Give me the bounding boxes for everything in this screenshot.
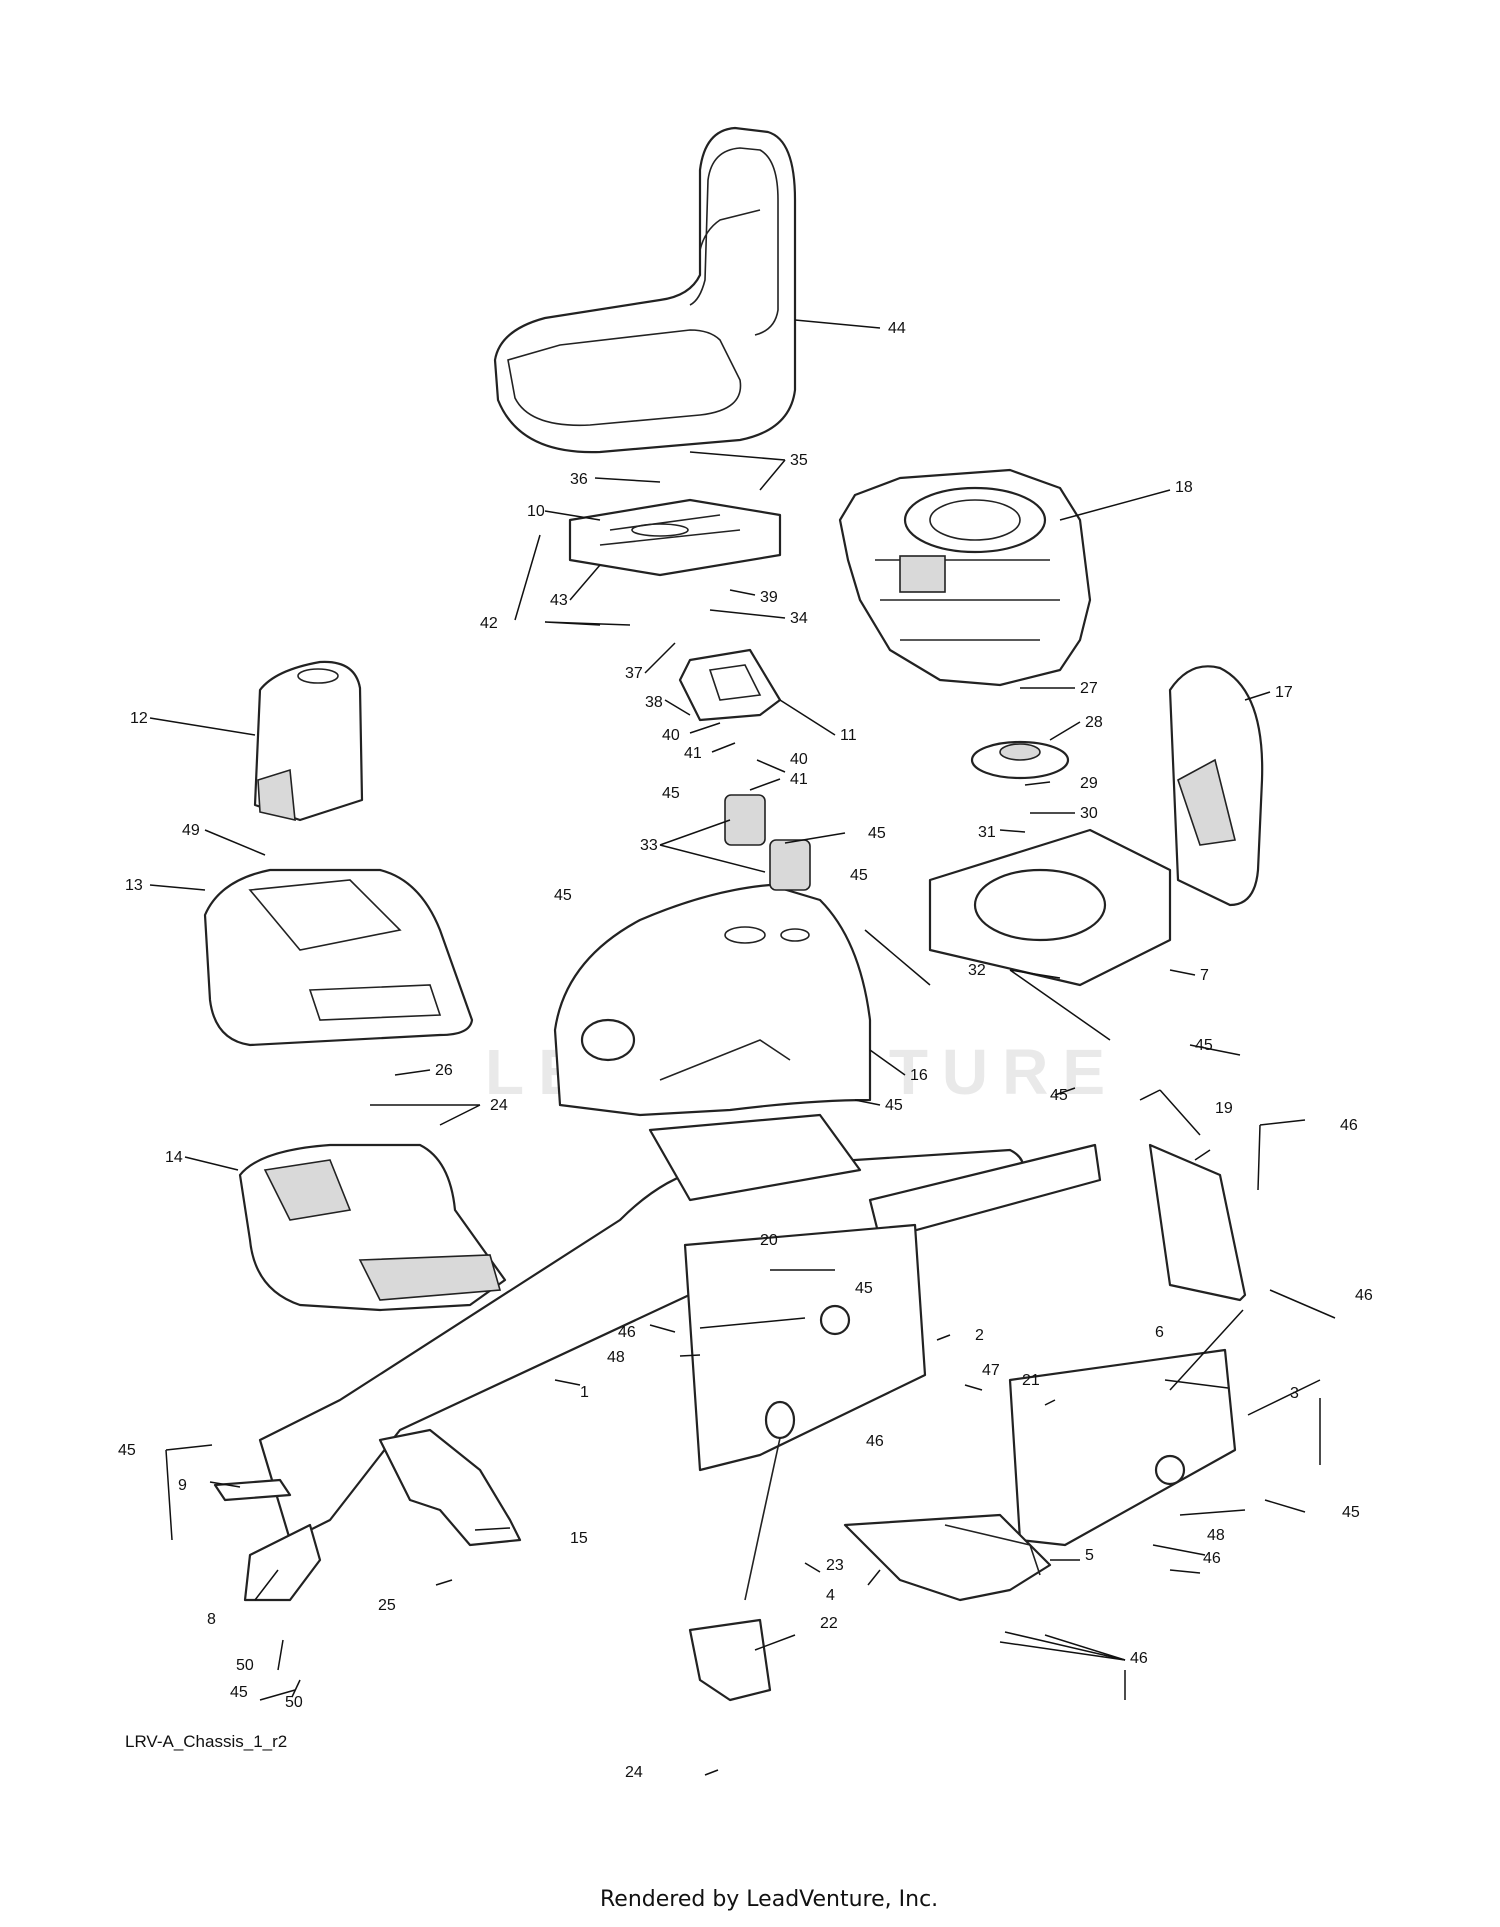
cover-part [253,660,364,822]
spring-parts [724,794,811,891]
callout-45i: 45 [1342,1504,1360,1521]
callout-32: 32 [968,962,986,979]
callout-47: 47 [982,1362,1000,1379]
callout-46e: 46 [1203,1550,1221,1567]
callout-16: 16 [910,1067,928,1084]
callout-41: 41 [684,745,702,762]
callout-35: 35 [790,452,808,469]
callout-45e: 45 [1195,1037,1213,1054]
callout-27: 27 [1080,680,1098,697]
callout-2: 2 [975,1327,984,1344]
callout-46b: 46 [618,1324,636,1341]
callout-30: 30 [1080,805,1098,822]
vertical-plate-part [1148,1143,1247,1302]
callout-45h: 45 [855,1280,873,1297]
floor-pan-part [238,1143,507,1312]
callout-46a: 46 [1340,1117,1358,1134]
rear-fender-part [1168,665,1264,907]
callout-18: 18 [1175,479,1193,496]
callout-13: 13 [125,877,143,894]
callout-41b: 41 [790,771,808,788]
callout-1: 1 [580,1384,589,1401]
callout-11: 11 [840,727,857,744]
console-part [203,868,474,1047]
callout-19: 19 [1215,1100,1233,1117]
callout-29: 29 [1080,775,1098,792]
callout-26: 26 [435,1062,453,1079]
callout-50b: 50 [285,1694,303,1711]
callout-12: 12 [130,710,148,727]
callout-17: 17 [1275,684,1293,701]
footer-credit: Rendered by LeadVenture, Inc. [600,1887,938,1912]
callout-22: 22 [820,1615,838,1632]
fender-part [553,883,872,1117]
callout-labels: 44 35 36 10 18 42 43 39 34 37 38 11 12 1… [118,320,1373,1781]
left-side-plate-part [683,1223,927,1472]
lower-plate-parts [843,1513,1052,1602]
callout-45b: 45 [868,825,886,842]
diagram-id-label: LRV-A_Chassis_1_r2 [125,1732,287,1751]
callout-40: 40 [662,727,680,744]
callout-46c: 46 [1355,1287,1373,1304]
callout-44: 44 [888,320,906,337]
callout-39: 39 [760,589,778,606]
callout-10: 10 [527,503,545,520]
callout-7: 7 [1200,967,1209,984]
callout-9: 9 [178,1477,187,1494]
lever-control-parts [688,1400,796,1702]
callout-38: 38 [645,694,663,711]
callout-24a: 24 [490,1097,508,1114]
callout-49: 49 [182,822,200,839]
callout-45k: 45 [230,1684,248,1701]
seat-part [493,126,797,454]
callout-34: 34 [790,610,808,627]
callout-25: 25 [378,1597,396,1614]
seat-bracket-part [678,648,782,722]
callout-23: 23 [826,1557,844,1574]
callout-21: 21 [1022,1372,1040,1389]
callout-28: 28 [1085,714,1103,731]
callout-48b: 48 [1207,1527,1225,1544]
callout-14: 14 [165,1149,183,1166]
callout-33: 33 [640,837,658,854]
main-frame-part [258,1113,1102,1542]
leader-lines [149,319,1336,1776]
callout-4: 4 [826,1587,835,1604]
engine-part [838,468,1092,687]
pulley-part [970,740,1070,780]
callout-45f: 45 [885,1097,903,1114]
callout-15: 15 [570,1530,588,1547]
callout-45g: 45 [1050,1087,1068,1104]
right-side-plate-part [1008,1348,1237,1547]
callout-45a: 45 [662,785,680,802]
callout-46d: 46 [866,1433,884,1450]
callout-6: 6 [1155,1324,1164,1341]
callout-36: 36 [570,471,588,488]
engine-plate-part [928,828,1172,987]
callout-20: 20 [760,1232,778,1249]
callout-8: 8 [207,1611,216,1628]
callout-43: 43 [550,592,568,609]
callout-50a: 50 [236,1657,254,1674]
callout-42: 42 [480,615,498,632]
callout-40b: 40 [790,751,808,768]
bracket-left-parts [213,1478,322,1602]
callout-24b: 24 [625,1764,643,1781]
callout-31: 31 [978,824,996,841]
callout-48a: 48 [607,1349,625,1366]
callout-37: 37 [625,665,643,682]
callout-45j: 45 [118,1442,136,1459]
callout-45c: 45 [554,887,572,904]
seat-plate-part [568,498,782,577]
callout-3: 3 [1290,1385,1299,1402]
callout-46f: 46 [1130,1650,1148,1667]
heat-shield-part [378,1428,522,1547]
callout-45d: 45 [850,867,868,884]
callout-5: 5 [1085,1547,1094,1564]
